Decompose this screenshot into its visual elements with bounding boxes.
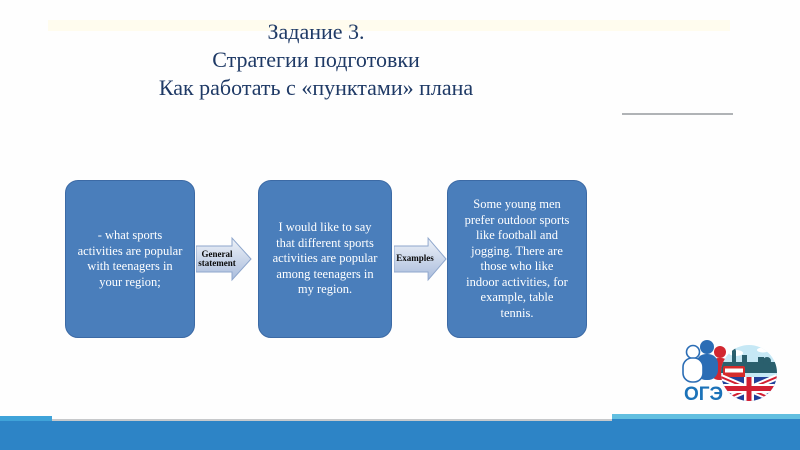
- arrow-label-examples: Examples: [396, 253, 434, 264]
- oge-logo-graphic: ОГЭ: [682, 340, 777, 405]
- flow-box-general-statement: I would like to say that different sport…: [258, 180, 392, 338]
- bottom-hairline: [52, 419, 612, 421]
- flow-box-examples: Some young men prefer outdoor sports lik…: [447, 180, 587, 338]
- arrow-examples: Examples: [394, 236, 447, 282]
- arrow-label-general-statement: General statement: [198, 248, 236, 268]
- slide-title-line-1: Задание 3.: [267, 19, 365, 44]
- bottom-bar: [0, 421, 800, 450]
- bottom-accent-left: [0, 416, 52, 421]
- right-arrow-icon: [196, 236, 252, 282]
- oge-logo-caption: ОГЭ: [684, 384, 723, 405]
- arrow-general-statement: General statement: [196, 236, 252, 282]
- slide-title: Задание 3. Стратегии подготовки Как рабо…: [0, 18, 632, 102]
- right-arrow-icon: [394, 236, 447, 282]
- background-band: [48, 20, 730, 31]
- divider-line: [622, 113, 733, 115]
- slide-title-line-3: Как работать с «пунктами» плана: [158, 75, 474, 100]
- london-union-jack-icon: [721, 345, 777, 401]
- bottom-accent-right: [612, 414, 800, 419]
- flow-box-plan-point: - what sports activities are popular wit…: [65, 180, 195, 338]
- oge-logo: ОГЭ: [674, 334, 784, 406]
- slide-title-line-2: Стратегии подготовки: [212, 47, 420, 72]
- bottom-accent-right-fill: [612, 419, 800, 421]
